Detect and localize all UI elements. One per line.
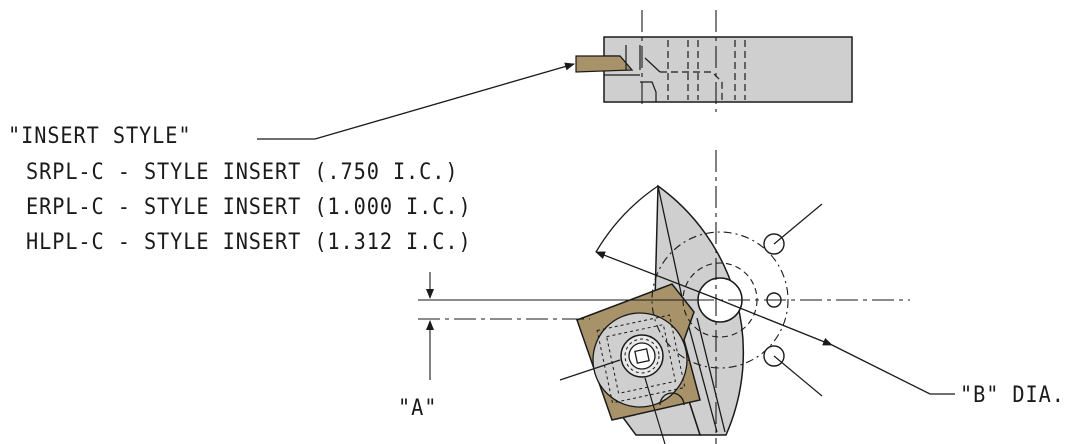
style-line-srpl: SRPL-C - STYLE INSERT (.750 I.C.) [26, 160, 459, 185]
dimension-a [418, 272, 700, 380]
plan-view-body [654, 184, 745, 436]
side-view [575, 10, 853, 112]
dimension-a-label: "A" [398, 396, 438, 421]
dimension-b-label: "B" DIA. [960, 383, 1065, 408]
side-view-body [603, 36, 853, 103]
style-line-erpl: ERPL-C - STYLE INSERT (1.000 I.C.) [26, 195, 472, 220]
dia-b-line [595, 251, 721, 301]
insert-style-title: "INSERT STYLE" [8, 124, 192, 149]
insert-style-leader [257, 62, 575, 140]
plan-view [440, 150, 955, 444]
side-view-insert [575, 55, 634, 73]
style-line-hlpl: HLPL-C - STYLE INSERT (1.312 I.C.) [26, 230, 472, 255]
